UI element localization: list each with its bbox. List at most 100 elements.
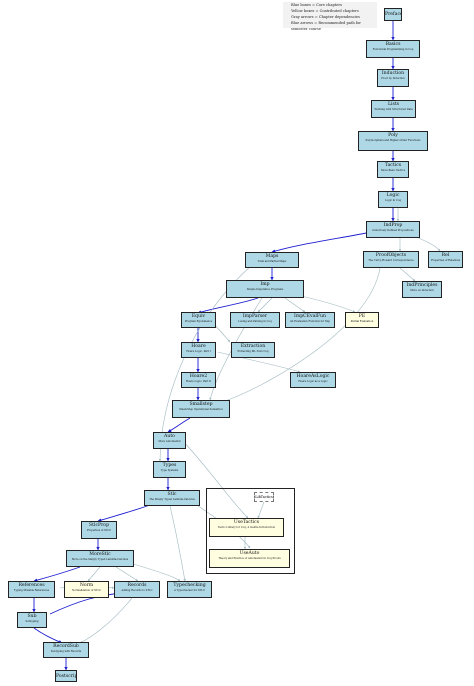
edge-indprop-maps [271, 231, 373, 253]
node-subtitle: Extracting ML from Coq [237, 350, 269, 353]
node-title: Auto [164, 434, 175, 439]
node-subtitle: Hoare Logic, Part I [186, 350, 211, 353]
edge-indprop-rel [413, 235, 441, 252]
node-subtitle: Small-Step Operational Semantics [179, 408, 223, 411]
node-title: Induction [381, 71, 405, 76]
node-subtitle: Subtyping [25, 620, 39, 623]
node-subtitle: Properties of Relations [430, 259, 461, 262]
node-subtitle: More Basic Tactics [381, 169, 405, 172]
node-title: RecordSub [53, 644, 79, 649]
node-title: ProofObjects [375, 253, 407, 258]
node-subtitle: Proof by Induction [381, 77, 405, 80]
node-subtitle: Properties of STLC [86, 529, 112, 532]
edge-morestlc-typechecking [129, 562, 181, 582]
edge-proofobjects-indprinciples [399, 267, 416, 282]
legend-item-dependencies: Gray arrows = Chapter dependencies [291, 15, 360, 19]
node-subtitle: Total and Partial Maps [257, 260, 287, 263]
edge-records-recordsub [79, 597, 133, 644]
legend-item-core: Blue boxes = Core chapters [291, 3, 342, 7]
lftactics-node[interactable]: LibTactics [254, 492, 274, 502]
node-title: Basics [385, 42, 401, 47]
edge-morestlc-records [115, 566, 139, 582]
node-subtitle: Functional Programming in Coq [372, 48, 414, 51]
node-subtitle: Working with Structured Data [374, 108, 413, 111]
node-preface[interactable]: Preface [384, 8, 402, 21]
node-subtitle: The Curry-Howard Correspondence [368, 259, 414, 262]
edge-hoare-hoareaslogic [217, 351, 301, 373]
legend-item-contributed: Yellow boxes = Contributed chapters [291, 9, 359, 13]
node-title: Imp [260, 282, 270, 287]
edge-stlc-stlcprop [97, 504, 151, 522]
node-title: Records [127, 583, 147, 588]
edge-imp-impparser [257, 297, 273, 313]
node-title: Hoare2 [189, 374, 208, 379]
node-title: IndPrinciples [406, 283, 438, 288]
node-title: Postscript [56, 674, 77, 679]
node-subtitle: Logic in Coq [385, 199, 401, 202]
node-subtitle: Tactic Library for Coq: A Gentle Introdu… [217, 526, 276, 529]
node-title: MoreStlc [89, 552, 111, 557]
node-title: IndProp [383, 223, 403, 228]
edge-imp-impcevalfun [284, 297, 306, 313]
node-subtitle: Type Systems [160, 469, 179, 472]
node-title: UseTactics [233, 520, 260, 525]
node-title: PE [358, 314, 366, 319]
node-title: Poly [388, 133, 398, 138]
edge-smallstep-auto [167, 417, 191, 433]
libtactics-cluster [206, 488, 295, 574]
node-title: Typechecking [173, 583, 206, 588]
node-subtitle: Typing Mutable References [13, 589, 50, 592]
edge-lftactics-usetactics [257, 501, 265, 519]
node-subtitle: Lexing and Parsing in Coq [238, 320, 272, 323]
node-title: Tactics [384, 163, 402, 168]
node-title: Norm [79, 583, 94, 588]
node-title: StlcProp [88, 523, 110, 528]
edge-equiv-extraction [213, 323, 231, 343]
node-title: Rel [441, 253, 450, 258]
node-title: Stlc [167, 492, 177, 497]
node-postscript[interactable]: Postscript [55, 670, 77, 682]
node-title: UseAuto [239, 551, 260, 556]
node-title: Lists [387, 102, 400, 107]
edge-imp-equiv [197, 297, 259, 314]
node-subtitle: Simple Imperative Programs [246, 288, 284, 291]
node-subtitle: Subtyping with Records [50, 650, 82, 653]
legend-item-recommended: Blue arrows = Recommended path for semes… [291, 21, 362, 31]
node-title: Logic [386, 193, 400, 198]
